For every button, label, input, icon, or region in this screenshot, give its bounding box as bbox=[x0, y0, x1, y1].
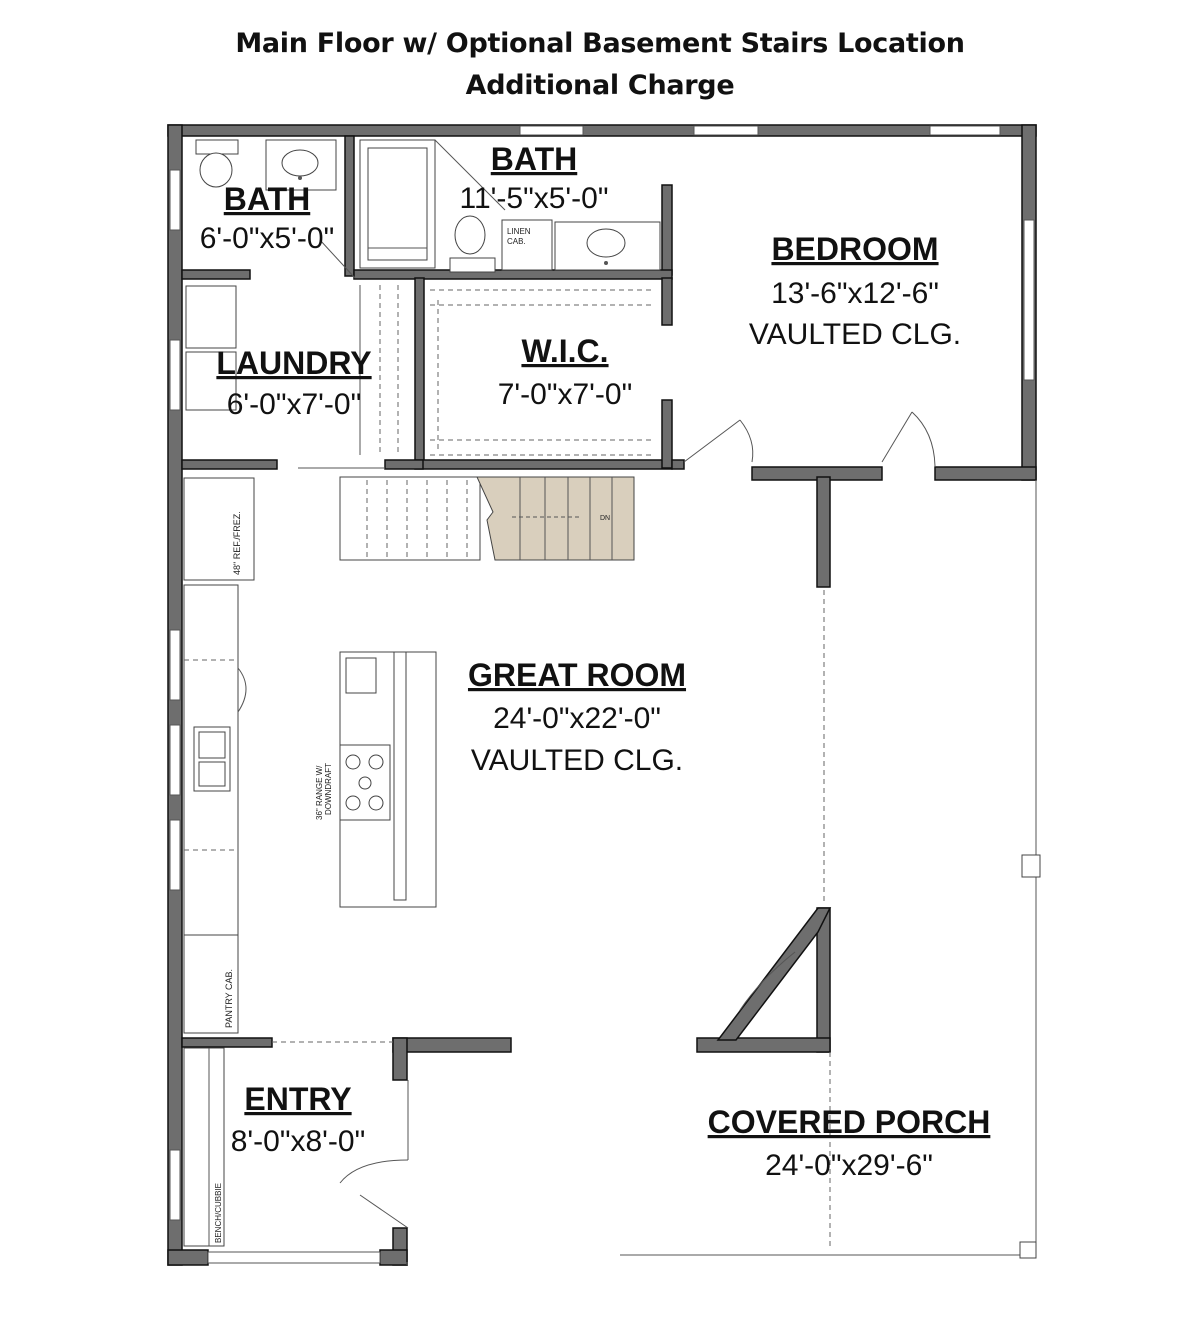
washer-dryer bbox=[185, 285, 237, 411]
linen-cab-label: CAB. bbox=[507, 237, 526, 246]
linen-cabinet: LINEN CAB. bbox=[501, 219, 553, 271]
room-dims-wic: 7'-0"x7'-0" bbox=[498, 378, 632, 411]
kitchen-sink-icon bbox=[193, 726, 231, 792]
toilet-icon bbox=[195, 139, 239, 188]
room-dims-entry: 8'-0"x8'-0" bbox=[231, 1125, 365, 1158]
room-dims-bath-main: 11'-5"x5'-0" bbox=[460, 182, 609, 215]
sink-icon bbox=[265, 139, 337, 191]
toilet-icon bbox=[449, 215, 496, 273]
refrigerator: 48" REF./FREZ. bbox=[183, 477, 255, 581]
range-label: 36" RANGE W/ bbox=[315, 765, 324, 820]
linen-label: LINEN bbox=[507, 227, 531, 236]
room-label-bedroom: BEDROOM bbox=[771, 231, 938, 267]
room-dims-bedroom: 13'-6"x12'-6" bbox=[771, 277, 939, 310]
room-label-great-room: GREAT ROOM bbox=[468, 657, 686, 693]
range-label-2: DOWNDRAFT bbox=[324, 763, 333, 815]
room-label-bath-small: BATH bbox=[224, 181, 311, 217]
room-dims-covered-porch: 24'-0"x29'-6" bbox=[765, 1149, 933, 1182]
room-note-bedroom: VAULTED CLG. bbox=[749, 318, 961, 351]
porch-outline bbox=[406, 480, 1041, 1265]
pantry-cabinet: PANTRY CAB. bbox=[183, 934, 239, 1034]
stairs: DN bbox=[339, 476, 635, 561]
sink-icon bbox=[554, 221, 661, 271]
stair-dn-label: DN bbox=[600, 515, 610, 522]
room-dims-laundry: 6'-0"x7'-0" bbox=[227, 388, 361, 421]
plan-title: Main Floor w/ Optional Basement Stairs L… bbox=[235, 28, 965, 59]
door bbox=[683, 411, 936, 467]
bathtub-icon bbox=[359, 139, 436, 269]
bench-label: BENCH/CUBBIE bbox=[214, 1183, 223, 1243]
room-label-bath-main: BATH bbox=[491, 141, 578, 177]
room-dims-bath-small: 6'-0"x5'-0" bbox=[200, 222, 334, 255]
room-label-entry: ENTRY bbox=[244, 1081, 351, 1117]
room-note-great-room: VAULTED CLG. bbox=[471, 744, 683, 777]
ref-label: 48" REF./FREZ. bbox=[232, 511, 242, 575]
plan-subtitle: Additional Charge bbox=[465, 70, 735, 101]
interior-walls bbox=[181, 135, 685, 1048]
room-label-laundry: LAUNDRY bbox=[216, 345, 371, 381]
room-label-covered-porch: COVERED PORCH bbox=[708, 1104, 991, 1140]
room-dims-great-room: 24'-0"x22'-0" bbox=[493, 702, 661, 735]
pantry-label: PANTRY CAB. bbox=[224, 969, 234, 1028]
windows bbox=[169, 125, 1035, 1264]
bench-cubbie: BENCH/CUBBIE bbox=[183, 1047, 225, 1247]
kitchen-island: 36" RANGE W/ DOWNDRAFT bbox=[315, 651, 437, 908]
room-label-wic: W.I.C. bbox=[521, 333, 608, 369]
closet-shelving bbox=[430, 289, 655, 456]
